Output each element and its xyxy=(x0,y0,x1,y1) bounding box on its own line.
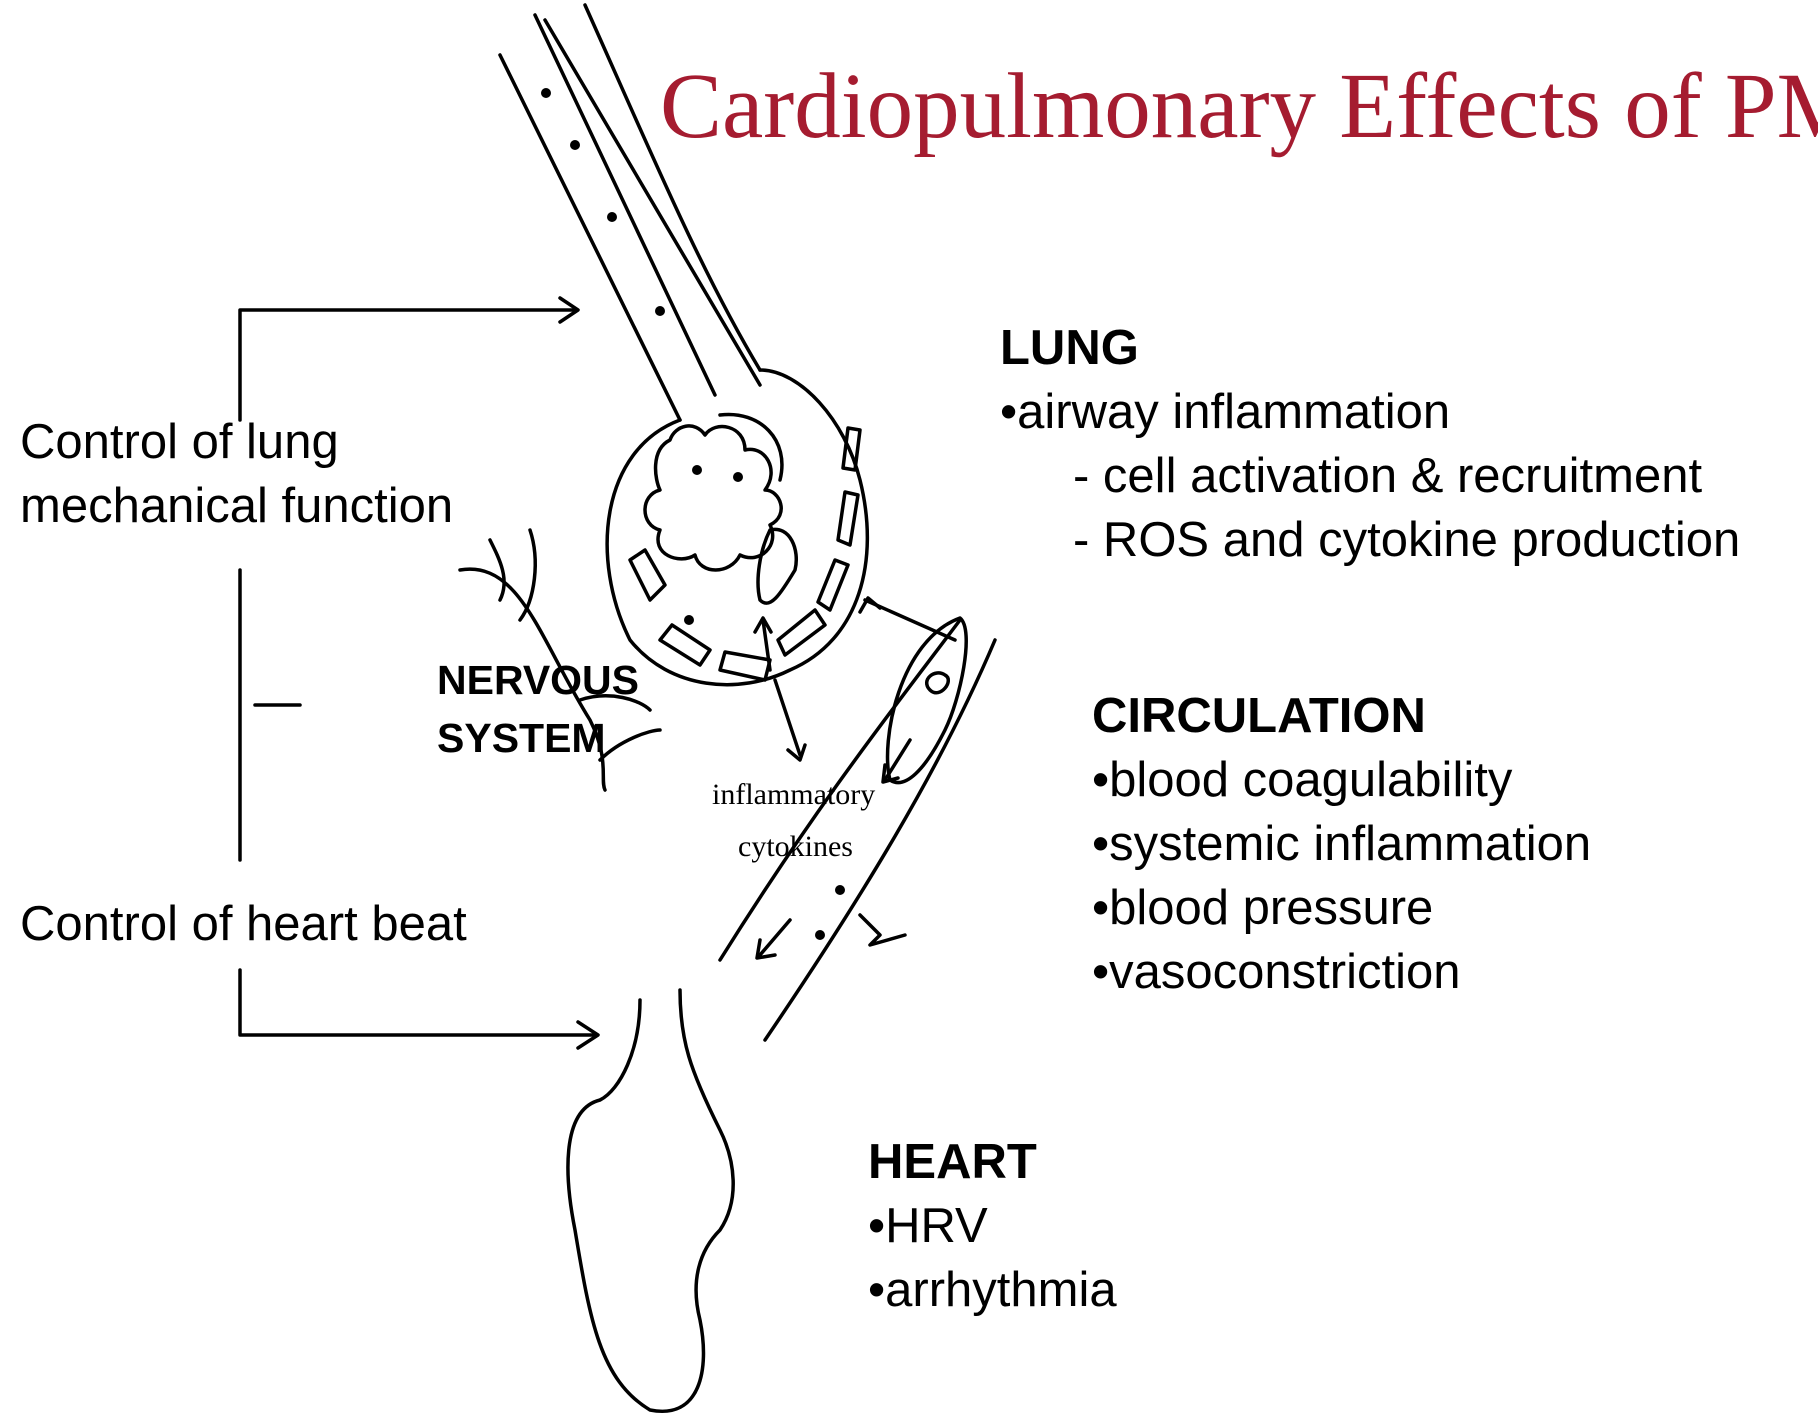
circulation-item-coagulability: •blood coagulability xyxy=(1092,748,1512,812)
slide-title: Cardiopulmonary Effects of PM xyxy=(660,60,1818,153)
cytokines-annotation: cytokines xyxy=(738,830,853,864)
nervous-system-label-line1: NERVOUS xyxy=(437,650,639,710)
alveolus xyxy=(607,370,867,685)
circulation-item-systemic-inflammation: •systemic inflammation xyxy=(1092,812,1591,876)
heart-item-arrhythmia: •arrhythmia xyxy=(868,1258,1117,1322)
circulation-item-blood-pressure: •blood pressure xyxy=(1092,876,1433,940)
heart-heading: HEART xyxy=(868,1130,1037,1194)
lung-control-label-line2: mechanical function xyxy=(20,474,453,538)
lung-heading: LUNG xyxy=(1000,316,1139,380)
lung-item-cell-activation: - cell activation & recruitment xyxy=(1073,444,1702,508)
lung-control-label-line1: Control of lung xyxy=(20,410,339,474)
lung-item-airway-inflammation: •airway inflammation xyxy=(1000,380,1450,444)
lung-item-ros-cytokine: - ROS and cytokine production xyxy=(1073,508,1740,572)
circulation-item-vasoconstriction: •vasoconstriction xyxy=(1092,940,1460,1004)
particles xyxy=(541,88,845,940)
heart-outline xyxy=(568,990,733,1411)
inflammatory-annotation: inflammatory xyxy=(712,778,875,812)
nervous-system-label-line2: SYSTEM xyxy=(437,708,606,768)
circulation-heading: CIRCULATION xyxy=(1092,684,1426,748)
heart-control-label: Control of heart beat xyxy=(20,892,467,956)
heart-item-hrv: •HRV xyxy=(868,1194,988,1258)
